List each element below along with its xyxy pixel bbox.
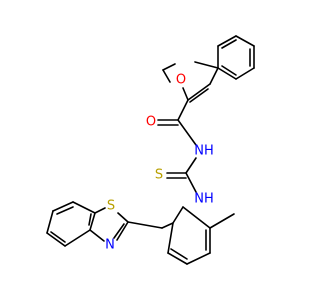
molecule-structure: O O NH S NH S N [46, 35, 255, 265]
thiourea-nh-label: NH [194, 192, 214, 207]
toluene-ring [161, 206, 235, 265]
thiazole-sulfur-label: S [107, 199, 115, 214]
thiazole-nitrogen-label: N [105, 238, 115, 253]
carbonyl-oxygen-label: O [146, 115, 156, 130]
benzothiazole-benzene-ring [46, 201, 96, 247]
furan-oxygen-label: O [176, 73, 186, 88]
thiocarbonyl-sulfur-label: S [155, 168, 163, 183]
linker-bonds [157, 99, 197, 193]
atom-labels: O O NH S NH S N [105, 73, 214, 253]
benzofuran-benzene-ring [217, 35, 255, 80]
molecule-canvas: O O NH S NH S N [46, 35, 255, 265]
thiazole-ring [89, 207, 163, 242]
furan-ring [162, 61, 219, 103]
amide-nh-label: NH [194, 144, 214, 159]
